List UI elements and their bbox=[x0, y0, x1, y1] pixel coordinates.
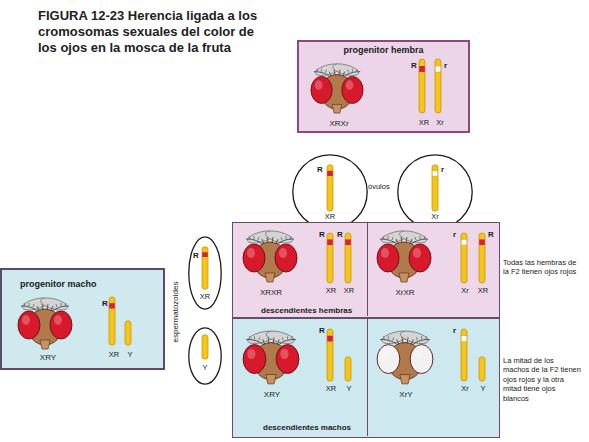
gamete-oval: Y bbox=[188, 327, 222, 385]
band-label: descendientes hembras bbox=[261, 307, 352, 316]
chromosome-label: Y bbox=[197, 364, 213, 372]
allele-label: R bbox=[102, 300, 108, 309]
gamete-group-label: espermatozoides bbox=[171, 276, 181, 348]
gamete-circle: rXr bbox=[397, 154, 473, 230]
parent-box: progenitor machoR XRY XRY bbox=[0, 268, 165, 370]
figure-title: FIGURA 12-23 Herencia ligada a los cromo… bbox=[38, 8, 270, 56]
chromosome-label: Y bbox=[475, 385, 491, 393]
genotype-label: XRY bbox=[241, 391, 303, 400]
chromosome-label: XR bbox=[322, 213, 338, 221]
offspring-band: descendientes machosRXRYXRYrXrYXrY bbox=[232, 318, 500, 438]
allele-label: r bbox=[441, 166, 444, 175]
chromosome-label: XR bbox=[475, 287, 491, 295]
allele-label: R bbox=[193, 252, 199, 261]
chromosome-label: Xr bbox=[427, 213, 443, 221]
gamete-outline bbox=[188, 327, 222, 385]
chromosome-label: XR bbox=[323, 385, 339, 393]
allele-label: R bbox=[411, 62, 417, 71]
gamete-oval: R XR bbox=[188, 236, 222, 310]
offspring-cell: rXrY XrY bbox=[367, 319, 498, 436]
offspring-cell: r R XrXR XrXR bbox=[367, 223, 498, 316]
gamete-ellipse bbox=[189, 328, 221, 384]
gamete-ellipse bbox=[189, 237, 221, 309]
band-label: descendientes machos bbox=[263, 424, 351, 433]
offspring-band: descendientes hembrasRRXRXRXRXRrRXrXRXrX… bbox=[232, 222, 500, 318]
gamete-circle: R XR bbox=[292, 154, 368, 230]
allele-label: R bbox=[319, 327, 325, 336]
genotype-label: XRXr bbox=[309, 120, 369, 129]
chromosome-label: Y bbox=[341, 385, 357, 393]
result-note: La mitad de los machos de la F2 tienen o… bbox=[503, 356, 581, 403]
allele-label: R bbox=[337, 231, 343, 240]
offspring-cell: RRXRXRXRXR bbox=[233, 223, 367, 316]
allele-label: r bbox=[453, 327, 456, 336]
chromosome-label: Xr bbox=[457, 287, 473, 295]
chromosome-label: Y bbox=[122, 351, 138, 359]
parent-heading: progenitor macho bbox=[20, 280, 97, 290]
allele-label: R bbox=[488, 231, 494, 240]
chromosome-label: XR bbox=[416, 119, 432, 127]
allele-label: r bbox=[444, 62, 447, 71]
offspring-cell: R XRY XRY bbox=[233, 319, 367, 436]
chromosome-label: XR bbox=[106, 351, 122, 359]
chromosome-label: Xr bbox=[457, 385, 473, 393]
genotype-label: XRXR bbox=[241, 289, 301, 298]
gamete-ellipse bbox=[398, 155, 472, 229]
allele-label: R bbox=[319, 231, 325, 240]
result-note: Todas las hembras de la F2 tienen ojos r… bbox=[503, 258, 579, 277]
chromosome-label: Xr bbox=[432, 119, 448, 127]
allele-label: R bbox=[317, 166, 323, 175]
genotype-label: XrXR bbox=[375, 289, 435, 298]
chromosome-label: XR bbox=[197, 293, 213, 301]
gamete-group-label: óvulos bbox=[368, 182, 390, 191]
genotype-label: XrY bbox=[375, 391, 437, 400]
parent-heading: progenitor hembra bbox=[299, 46, 468, 56]
allele-label: r bbox=[453, 231, 456, 240]
chromosome-label: XR bbox=[341, 287, 357, 295]
gamete-ellipse bbox=[293, 155, 367, 229]
parent-box: progenitor hembraRrXRXr XRXr bbox=[297, 40, 470, 133]
genotype-label: XRY bbox=[17, 354, 79, 363]
chromosome-label: XR bbox=[323, 287, 339, 295]
